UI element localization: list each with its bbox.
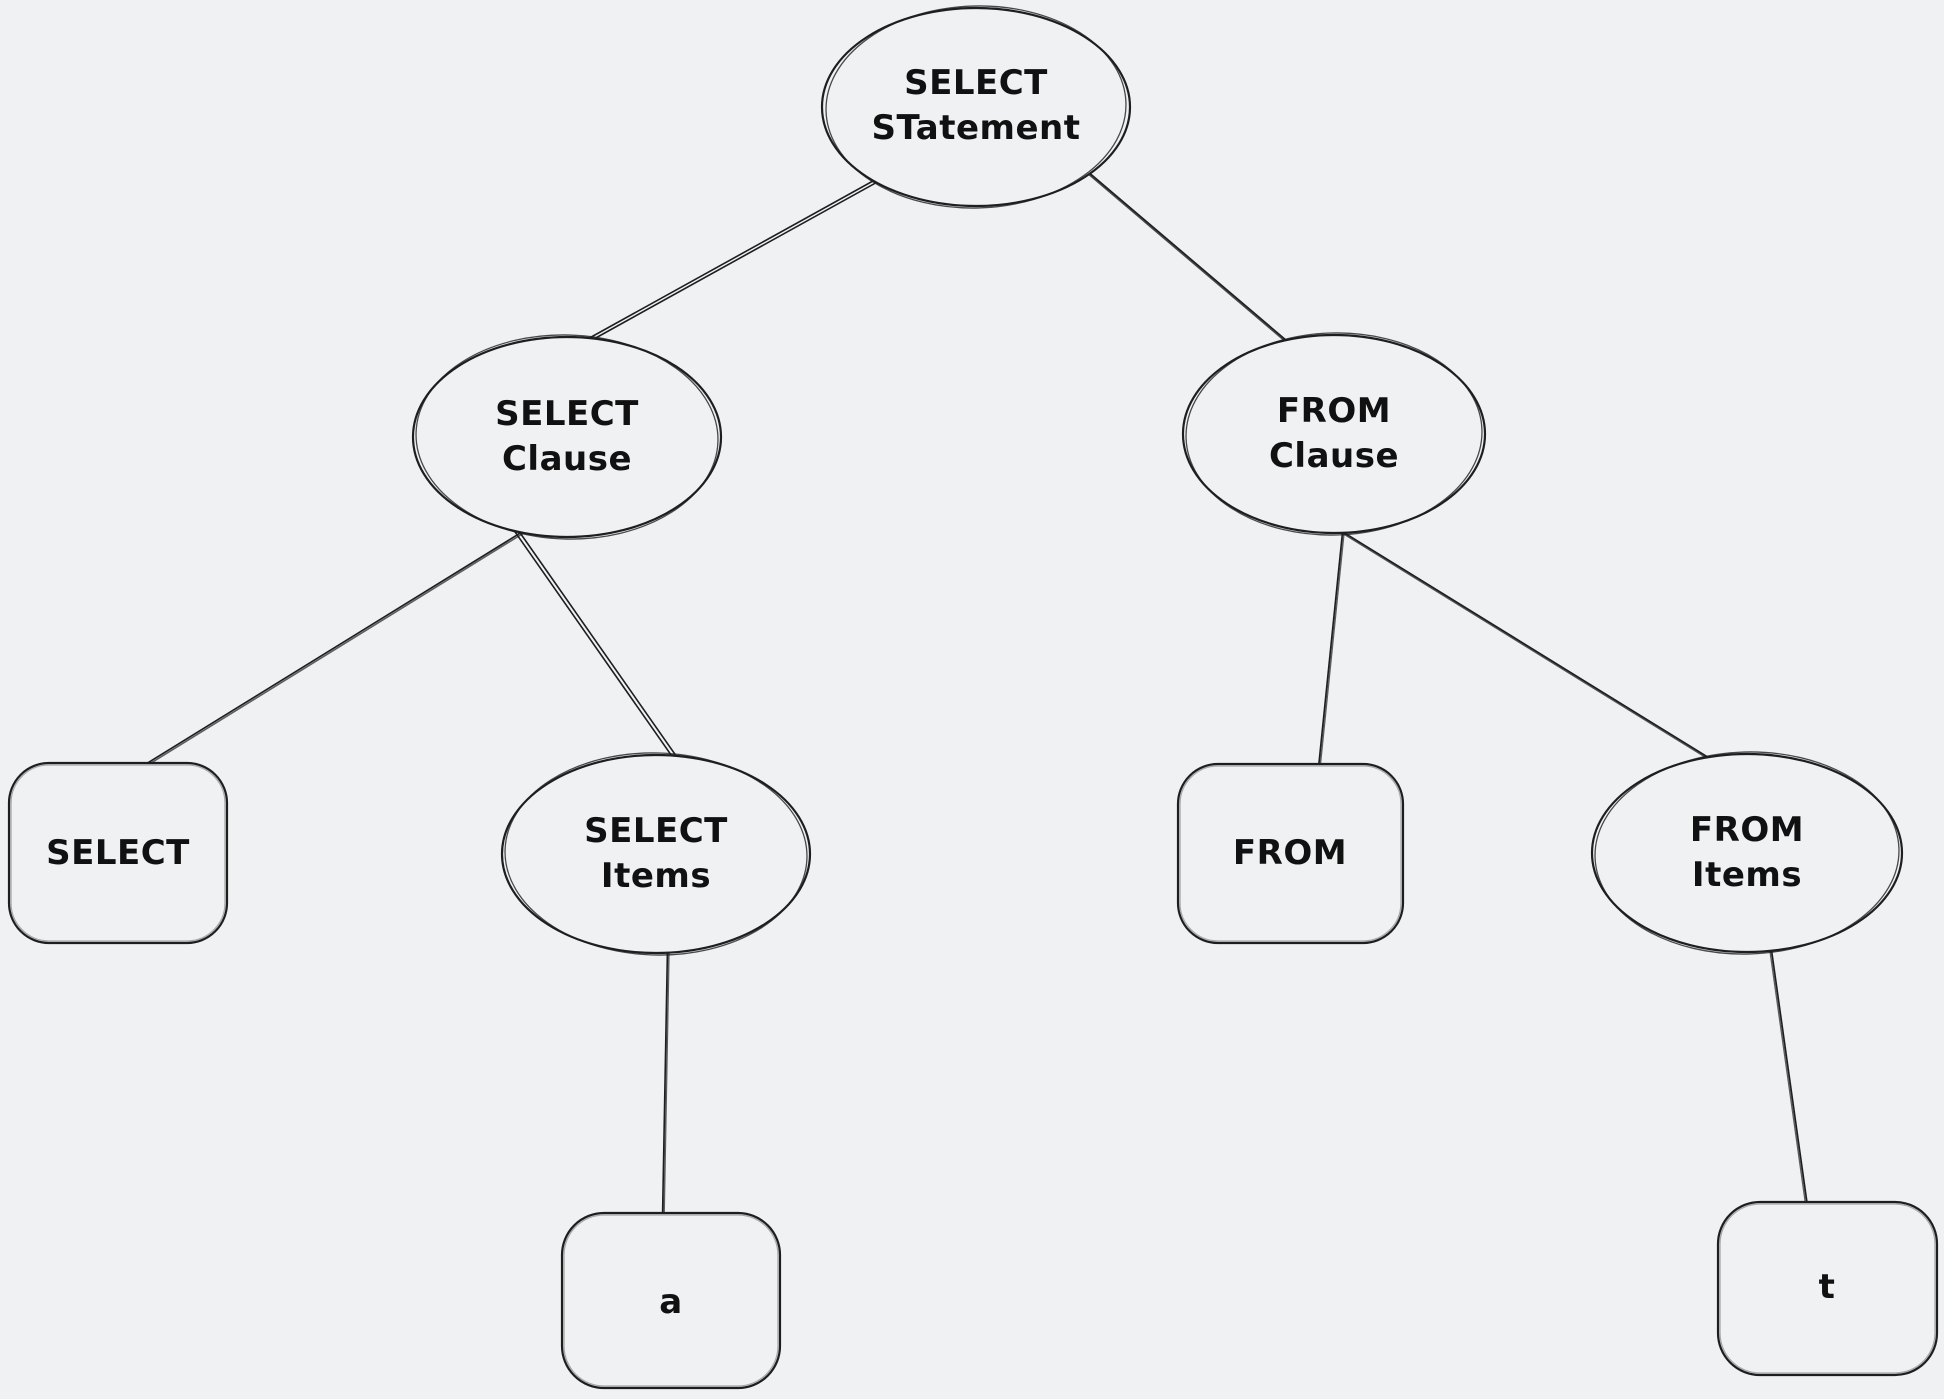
edge-select-items-a-sketch [662, 919, 671, 1246]
node-from-item-t-shape[interactable] [1716, 1200, 1939, 1377]
edge-select-statement-from-clause[interactable] [1059, 147, 1301, 353]
node-label-from-item-t[interactable]: t [1818, 1266, 1836, 1307]
edges [119, 147, 1813, 1246]
node-label-from-items[interactable]: FROM Items [1689, 810, 1805, 895]
node-label-select-keyword[interactable]: SELECT [46, 832, 190, 873]
node-label-from-keyword[interactable]: FROM [1232, 832, 1348, 873]
edge-select-clause-select-keyword[interactable] [119, 510, 557, 781]
edge-from-clause-from-keyword[interactable] [1315, 497, 1347, 793]
node-from-clause-sketch [1185, 332, 1483, 536]
node-select-keyword-shape[interactable] [7, 761, 229, 945]
node-select-clause-shape[interactable] [411, 335, 723, 539]
node-from-clause-shape[interactable] [1181, 333, 1487, 535]
node-select-item-a-sketch [563, 1214, 779, 1387]
node-select-items-sketch [504, 752, 808, 956]
edge-select-items-a[interactable] [661, 919, 669, 1246]
node-select-item-a-shape[interactable] [560, 1211, 782, 1390]
node-select-clause-sketch [415, 334, 719, 540]
node-label-select-clause[interactable]: SELECT Clause [495, 394, 639, 479]
edge-select-statement-select-clause[interactable] [574, 165, 901, 347]
edge-select-clause-select-items-sketch [491, 498, 698, 793]
node-select-items-shape[interactable] [500, 753, 812, 955]
node-shapes [7, 5, 1939, 1390]
node-from-items-sketch [1594, 751, 1900, 955]
edge-from-items-t-sketch [1765, 924, 1812, 1240]
node-from-keyword-sketch [1179, 765, 1402, 942]
node-label-from-clause[interactable]: FROM Clause [1268, 391, 1400, 476]
edge-select-clause-select-keyword-sketch [120, 511, 558, 783]
edge-from-clause-from-items[interactable] [1321, 518, 1733, 773]
edge-select-statement-select-clause-sketch [576, 167, 904, 349]
node-select-statement-shape[interactable] [820, 6, 1132, 208]
node-label-select-statement[interactable]: SELECT STatement [871, 63, 1081, 148]
node-from-item-t-sketch [1719, 1203, 1936, 1374]
edge-select-clause-select-items[interactable] [494, 496, 701, 791]
edge-from-clause-from-items-sketch [1321, 519, 1733, 775]
edge-select-statement-from-clause-sketch [1058, 148, 1300, 354]
edge-from-clause-from-keyword-sketch [1316, 497, 1349, 793]
node-from-keyword-shape[interactable] [1176, 762, 1405, 945]
edge-from-items-t[interactable] [1767, 924, 1813, 1239]
node-select-keyword-sketch [10, 764, 226, 942]
node-label-select-item-a[interactable]: a [659, 1281, 683, 1322]
node-select-statement-sketch [825, 5, 1127, 209]
node-label-select-items[interactable]: SELECT Items [584, 811, 728, 896]
node-from-items-shape[interactable] [1590, 752, 1904, 954]
